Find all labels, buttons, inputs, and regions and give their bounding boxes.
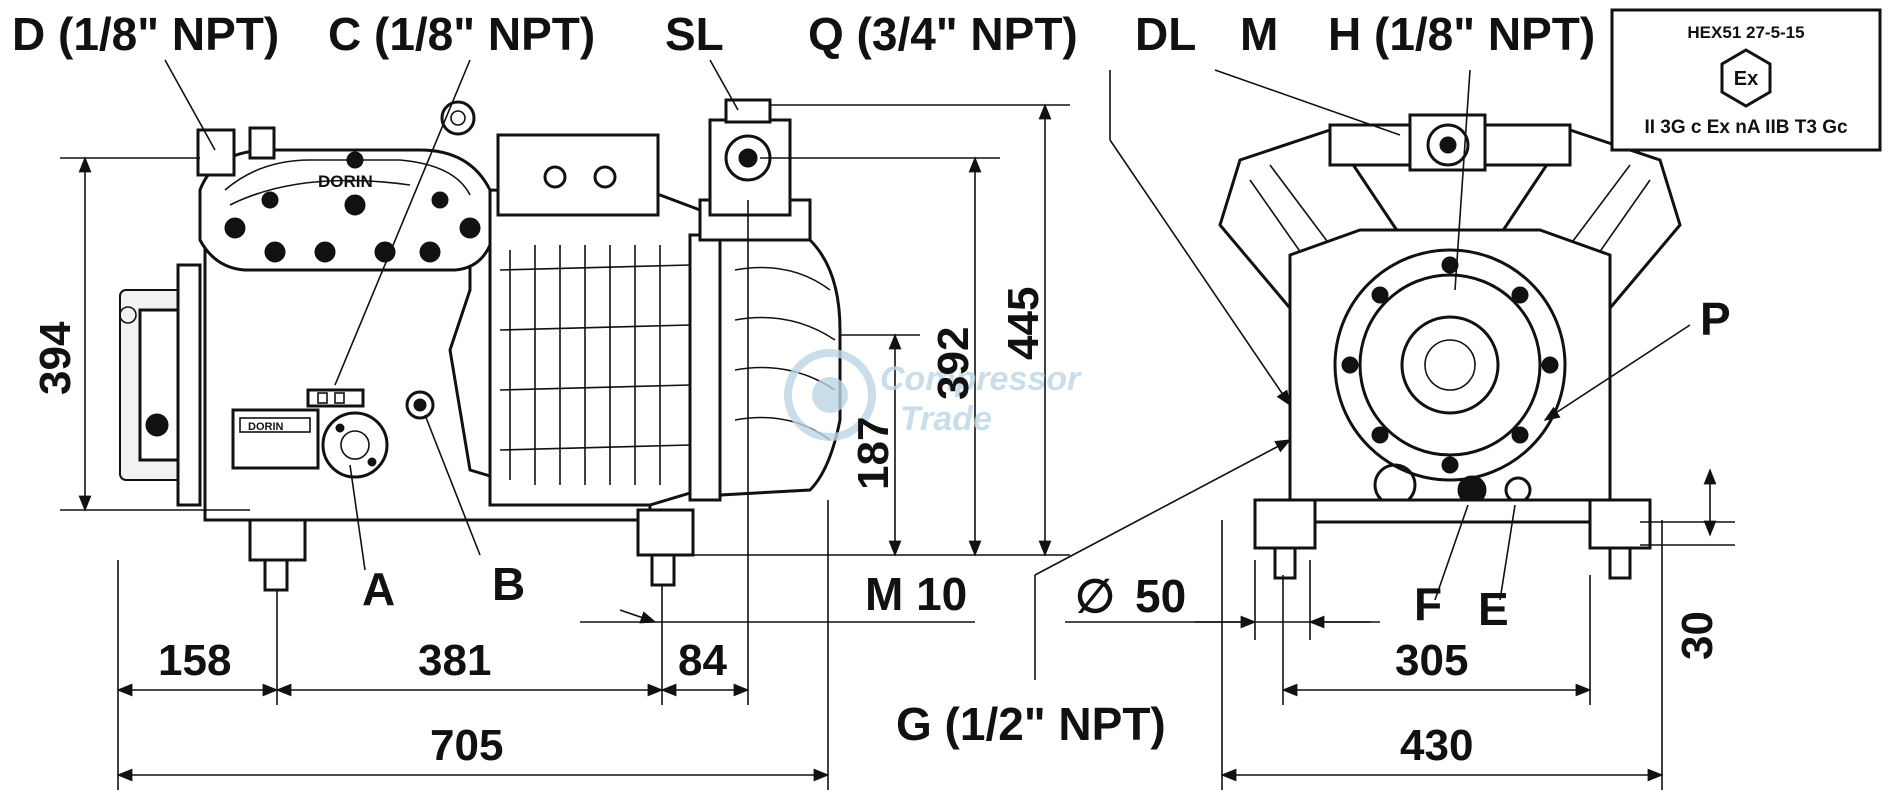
suction-valve [708,98,792,217]
front-view [1034,69,1735,790]
label-e: E [1478,583,1509,635]
leader-g-b [1034,439,1292,576]
label-q: Q (3/4" NPT) [808,8,1078,60]
dim-187: 187 [849,417,898,490]
label-d: D (1/8" NPT) [12,8,279,60]
label-m: M [1240,8,1278,60]
label-dl: DL [1135,8,1196,60]
leader-f [1434,504,1469,601]
feet-side [248,508,695,592]
head-logo: DORIN [318,172,373,191]
ex-mark: Ex [1734,68,1758,90]
dim-392: 392 [929,327,978,400]
terminal-box [119,263,202,507]
dim-430: 430 [1400,721,1473,770]
dim-158: 158 [158,636,231,685]
port-b [405,390,435,420]
leader-sl [709,59,739,111]
label-p: P [1700,293,1731,345]
watermark-line1: Compressor [880,360,1082,398]
dim-705: 705 [430,721,503,770]
ex-hexagon-icon [1720,48,1772,108]
dim-30: 30 [1673,611,1722,660]
label-a: A [362,563,395,615]
leader-p [1543,324,1691,421]
leader-b [424,414,481,556]
atex-box: HEX51 27-5-15 Ex II 3G c Ex nA IIB T3 Gc [1610,8,1882,152]
dia-symbol: ∅ [1075,570,1115,622]
atex-code: HEX51 27-5-15 [1687,23,1804,42]
leader-d [164,59,216,151]
atex-marking: II 3G c Ex nA IIB T3 Gc [1644,117,1848,138]
labels: D (1/8" NPT) C (1/8" NPT) SL Q (3/4" NPT… [12,8,1731,750]
dim-445: 445 [999,287,1048,360]
label-f: F [1414,578,1442,630]
oil-pump-flange [1333,248,1567,482]
label-c: C (1/8" NPT) [328,8,595,60]
watermark: Compressor Trade [784,349,1082,441]
leader-dl-b [1109,139,1291,407]
port-c-symbol [306,388,365,408]
discharge-valve [1408,113,1487,172]
side-view: DORIN DORIN [60,59,1070,790]
leader-m [1214,69,1401,136]
leader-c [334,59,471,386]
dim-381: 381 [418,636,491,685]
cylinder-head: DORIN [196,100,492,272]
watermark-line2: Trade [900,400,992,438]
label-h: H (1/8" NPT) [1328,8,1595,60]
leader-h [1454,69,1471,291]
lifting-eye [440,100,476,136]
leader-e [1499,504,1516,601]
dim-394: 394 [31,321,80,395]
label-m10: M 10 [865,568,967,620]
dia-value: 50 [1135,570,1186,622]
dim-305: 305 [1395,636,1468,685]
label-b: B [492,558,525,610]
dim-84: 84 [678,636,727,685]
port-a [321,411,389,479]
motor-housing [488,133,702,507]
leader-a [349,464,366,571]
label-g: G (1/2" NPT) [896,698,1166,750]
nameplate-text: DORIN [248,421,284,433]
dimension-values: 394 392 445 187 158 381 84 705 305 430 3… [31,287,1722,770]
label-sl: SL [665,8,724,60]
front-base [1253,498,1652,580]
suction-cover [688,198,842,502]
nameplate: DORIN [231,408,320,470]
